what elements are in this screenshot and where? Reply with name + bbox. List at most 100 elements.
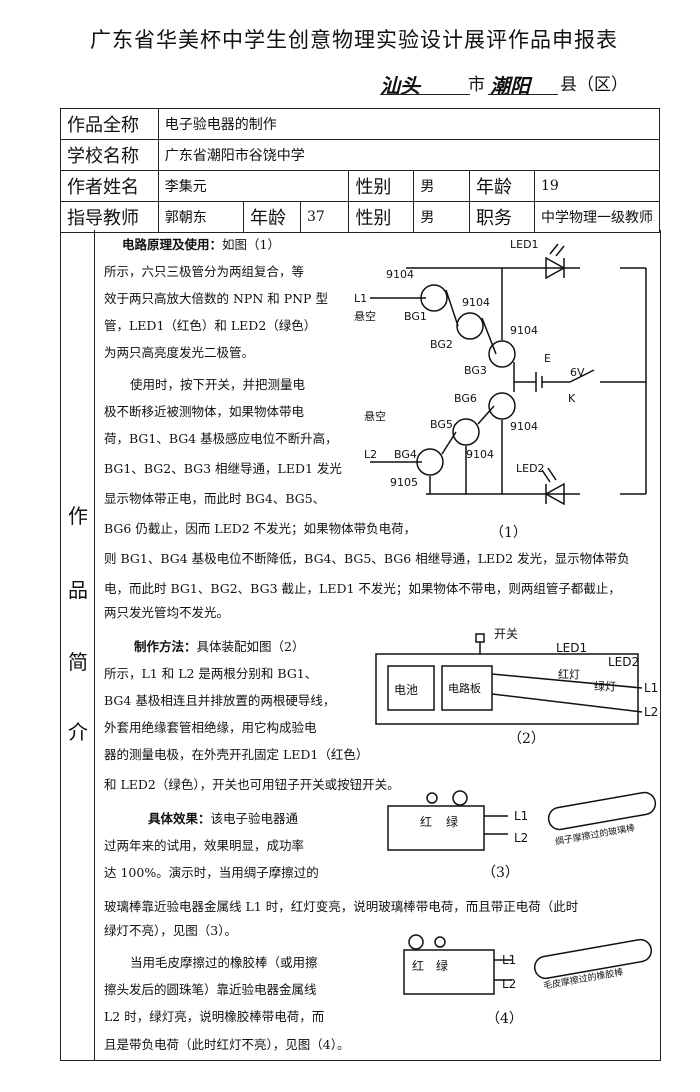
section3-line: 擦头发后的圆珠笔）靠近验电器金属线 [104, 982, 317, 997]
section2-line: 所示，L1 和 L2 是两根分别和 BG1、 [104, 666, 318, 681]
fig1-bg-label: BG6 [454, 392, 477, 405]
fig4-l1-label: L1 [502, 953, 516, 967]
fig1-bg-label: BG2 [430, 338, 453, 351]
fig4-l2-label: L2 [502, 977, 516, 991]
position-value: 中学物理一级教师 [534, 201, 660, 233]
county-underline [488, 94, 558, 95]
fig1-l2-label: L2 [364, 448, 377, 461]
fig2-board-label: 电路板 [448, 681, 481, 695]
fig2-led2-label: LED2 [608, 655, 639, 669]
teacher-sex-value: 男 [413, 201, 471, 233]
table-row: 学校名称 广东省潮阳市谷饶中学 [60, 139, 661, 171]
fig1-led2-label: LED2 [516, 462, 545, 475]
description-frame [60, 230, 661, 1061]
fig1-transistor-label: 9104 [510, 324, 538, 337]
school-label: 学校名称 [60, 139, 159, 171]
side-label-char: 作 [68, 504, 88, 528]
section3-line: 且是带负电荷（此时红灯不亮），见图（4）。 [104, 1037, 350, 1052]
section2-line: 外套用绝缘套管相绝缘，用它构成验电 [104, 720, 317, 735]
fig1-float-label: 悬空 [364, 409, 386, 423]
fig1-led1-label: LED1 [510, 238, 539, 251]
side-label-char: 简 [68, 650, 88, 674]
author-sex-value: 男 [413, 170, 471, 202]
table-row: 指导教师 郭朝东 年龄 37 性别 男 职务 中学物理一级教师 [60, 201, 660, 233]
fig1-transistor-label: 9104 [386, 268, 414, 281]
fig1-caption: （1） [490, 525, 527, 541]
section2-line: 和 LED2（绿色），开关也可用钮子开关或按钮开关。 [104, 777, 400, 792]
city-underline [380, 94, 470, 95]
section1-heading: 电路原理及使用： [122, 237, 223, 252]
side-column [60, 230, 95, 1060]
section1-line: 荷，BG1、BG4 基极感应电位不断升高， [104, 431, 338, 446]
section1-line: 管，LED1（红色）和 LED2（绿色） [104, 318, 317, 333]
fig2-battery-label: 电池 [394, 683, 418, 697]
section1-line: 电路原理及使用：如图（1） [122, 237, 280, 252]
section1-line: BG1、BG2、BG3 相继导通，LED1 发光 [104, 461, 342, 476]
fig4-red-label: 红 [412, 958, 424, 973]
fig2-led1-label: LED1 [556, 641, 587, 655]
section1-line: BG6 仍截止，因而 LED2 不发光；如果物体带负电荷， [104, 521, 417, 536]
circuit-diagram-fig1: 9104 9104 9104 9104 9104 9105 BG1 BG2 BG… [354, 238, 647, 506]
work-name-label: 作品全称 [60, 108, 159, 140]
section2-line: BG4 基极相连且并排放置的两根硬导线， [104, 693, 336, 708]
fig2-l1-label: L1 [644, 681, 658, 695]
fig1-transistor-label: 9104 [462, 296, 490, 309]
fig1-battery-label: E [544, 352, 551, 365]
side-label-char: 品 [68, 578, 88, 602]
fig2-switch-label: 开关 [494, 627, 518, 641]
section2-line: 制作方法：具体装配如图（2） [134, 639, 305, 654]
fig1-bg-label: BG5 [430, 418, 453, 431]
work-name-value: 电子验电器的制作 [157, 108, 661, 140]
teacher-age-label: 年龄 [243, 201, 301, 233]
info-table: 作品全称 电子验电器的制作 学校名称 广东省潮阳市谷饶中学 作者姓名 李集元 性… [60, 108, 661, 233]
fig1-voltage-label: 6V [570, 366, 585, 379]
county-suffix: 县（区） [560, 75, 628, 95]
section2-heading: 制作方法： [134, 639, 197, 654]
city-suffix: 市 [468, 75, 485, 95]
fig3-rod-label: 绸子摩擦过的玻璃棒 [554, 822, 636, 848]
teacher-age-value: 37 [299, 201, 350, 233]
fig4-rod-label: 毛皮摩擦过的橡胶棒 [542, 966, 624, 992]
section1-line: 显示物体带正电，而此时 BG4、BG5、 [104, 491, 326, 506]
demo-diagram-fig4: 红 绿 L1 L2 毛皮摩擦过的橡胶棒 [403, 934, 653, 995]
author-age-label: 年龄 [469, 170, 535, 202]
school-value: 广东省潮阳市谷饶中学 [157, 139, 661, 171]
teacher-label: 指导教师 [60, 201, 159, 233]
position-label: 职务 [469, 201, 535, 233]
fig1-l1-label: L1 [354, 292, 367, 305]
section1-line: 则 BG1、BG4 基极电位不断降低，BG4、BG5、BG6 相继导通，LED2… [104, 551, 630, 566]
author-label: 作者姓名 [60, 170, 159, 202]
teacher-value: 郭朝东 [157, 201, 245, 233]
author-value: 李集元 [157, 170, 350, 202]
fig1-bg-label: BG3 [464, 364, 487, 377]
section3-heading: 具体效果： [148, 811, 211, 826]
demo-diagram-fig3: 红 绿 L1 L2 绸子摩擦过的玻璃棒 [387, 790, 657, 851]
fig4-green-label: 绿 [436, 958, 448, 973]
fig1-transistor-label: 9104 [510, 420, 538, 433]
section3-line: 当用毛皮摩擦过的橡胶棒（或用擦 [130, 955, 318, 970]
fig3-green-label: 绿 [446, 814, 458, 829]
section1-line: 为两只高亮度发光二极管。 [104, 345, 255, 360]
fig3-l2-label: L2 [514, 831, 528, 845]
section1-line: 极不断移近被测物体，如果物体带电 [104, 404, 305, 419]
fig1-float-label: 悬空 [354, 309, 376, 323]
section3-line: 过两年来的试用，效果明显，成功率 [104, 838, 305, 853]
section1-line: 效于两只高放大倍数的 NPN 和 PNP 型 [104, 291, 328, 306]
section2-line: 器的测量电极，在外壳开孔固定 LED1（红色） [104, 747, 369, 762]
fig1-switch-label: K [568, 392, 576, 405]
fig1-bg-label: BG4 [394, 448, 417, 461]
section3-line: 具体效果：该电子验电器通 [148, 811, 299, 826]
author-sex-label: 性别 [348, 170, 415, 202]
fig1-transistor-label: 9104 [466, 448, 494, 461]
fig3-red-label: 红 [420, 814, 432, 829]
section3-line: 玻璃棒靠近验电器金属线 L1 时，红灯变亮，说明玻璃棒带电荷，而且带正电荷（此时 [104, 899, 579, 914]
fig2-green-label: 绿灯 [594, 679, 616, 693]
section3-line: L2 时，绿灯亮，说明橡胶棒带电荷，而 [104, 1009, 325, 1024]
fig1-transistor-label: 9105 [390, 476, 418, 489]
table-row: 作者姓名 李集元 性别 男 年龄 19 [60, 170, 660, 202]
table-row: 作品全称 电子验电器的制作 [60, 108, 661, 140]
fig3-l1-label: L1 [514, 809, 528, 823]
author-age-value: 19 [534, 170, 660, 202]
device-diagram-fig2: 开关 电池 电路板 LED1 LED2 红灯 绿灯 L1 L2 [375, 627, 658, 725]
form-title: 广东省华美杯中学生创意物理实验设计展评作品申报表 [90, 28, 618, 52]
